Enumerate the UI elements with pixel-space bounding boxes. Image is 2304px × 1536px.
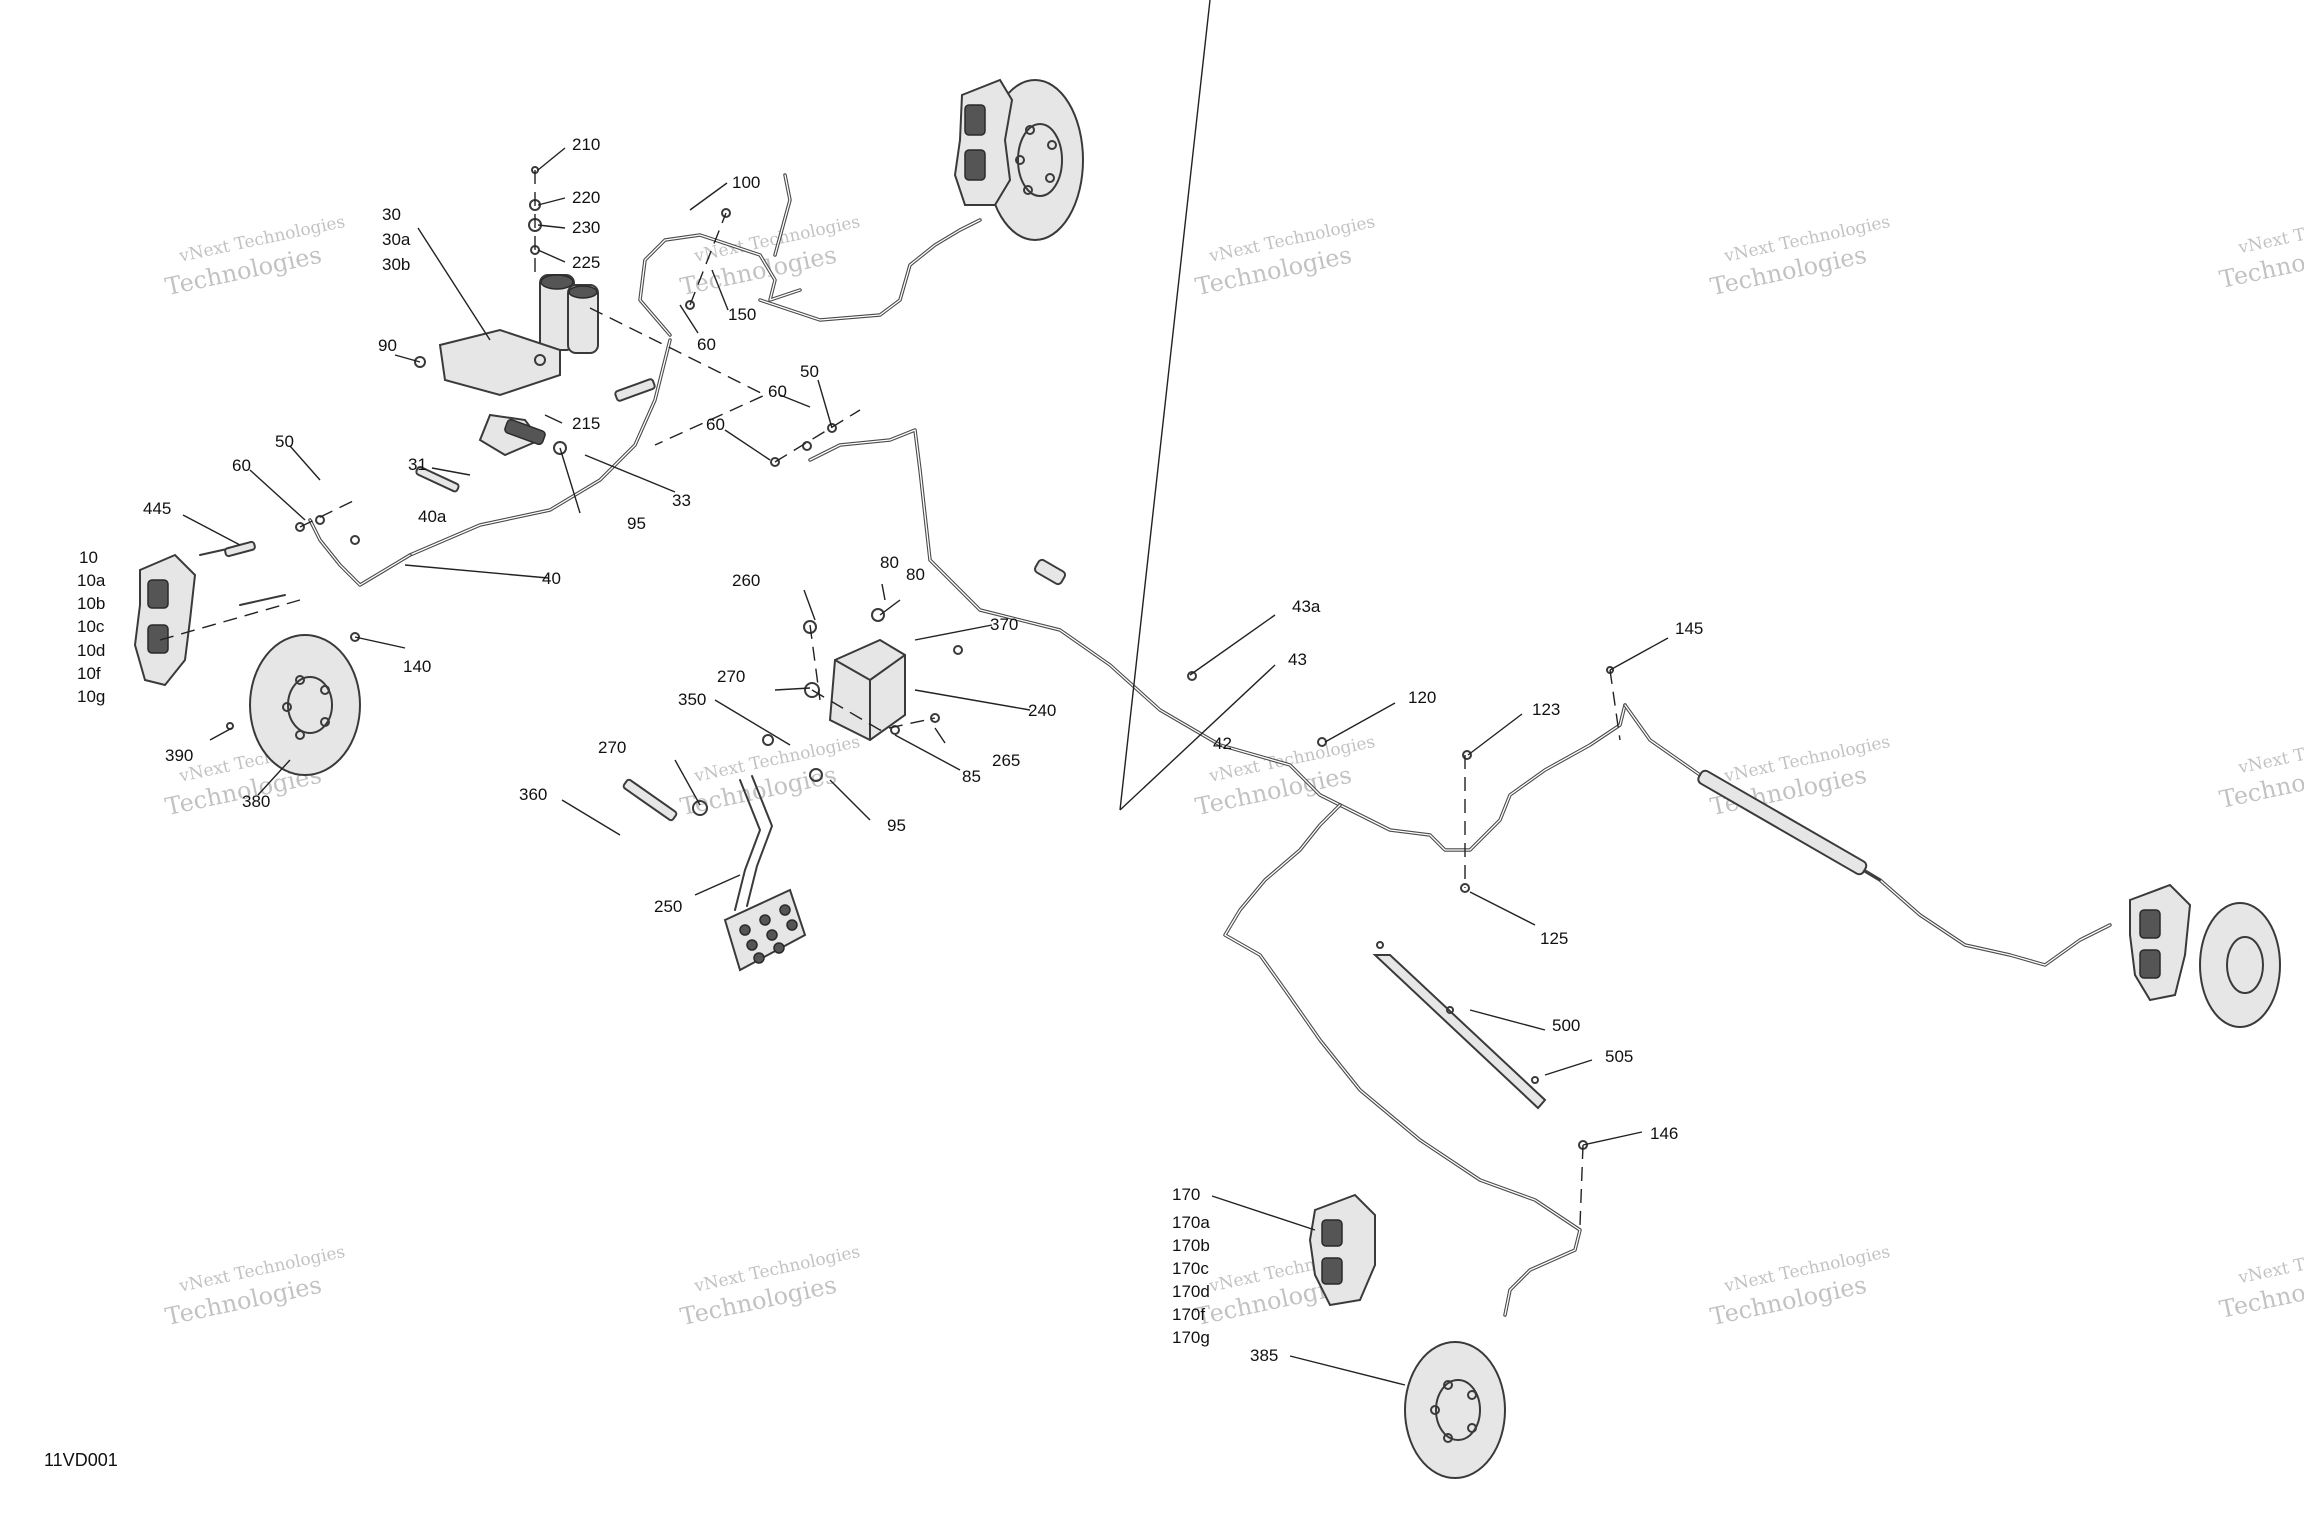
callout-250: 250 bbox=[654, 897, 682, 916]
rear-right-brake-disc bbox=[2199, 902, 2281, 1028]
hardware bbox=[224, 166, 1614, 1150]
brake-lines bbox=[308, 173, 2112, 1317]
callout-95-lower: 95 bbox=[887, 816, 906, 835]
callout-370: 370 bbox=[990, 615, 1018, 634]
callout-50-left: 50 bbox=[275, 432, 294, 451]
callout-270-lower: 270 bbox=[598, 738, 626, 757]
callout-60-left: 60 bbox=[232, 456, 251, 475]
front-left-brake-disc bbox=[249, 634, 361, 776]
callout-85: 85 bbox=[962, 767, 981, 786]
leader-lines bbox=[182, 0, 1669, 1386]
callout-95-upper: 95 bbox=[627, 514, 646, 533]
callout-60-upper: 60 bbox=[697, 335, 716, 354]
callout-270-upper: 270 bbox=[717, 667, 745, 686]
callout-170c: 170c bbox=[1172, 1259, 1209, 1278]
brake-pedal bbox=[723, 775, 807, 972]
rear-right-caliper bbox=[2129, 883, 2192, 1002]
assembly-lines bbox=[159, 170, 1621, 1226]
callout-230: 230 bbox=[572, 218, 600, 237]
callout-170d: 170d bbox=[1172, 1282, 1210, 1301]
callout-220: 220 bbox=[572, 188, 600, 207]
callout-80-right: 80 bbox=[906, 565, 925, 584]
callout-10d: 10d bbox=[77, 641, 105, 660]
callout-170g: 170g bbox=[1172, 1328, 1210, 1347]
callout-500: 500 bbox=[1552, 1016, 1580, 1035]
callout-10g: 10g bbox=[77, 687, 105, 706]
figure-id: 11VD001 bbox=[44, 1450, 118, 1470]
callout-123: 123 bbox=[1532, 700, 1560, 719]
callout-260: 260 bbox=[732, 571, 760, 590]
callout-265: 265 bbox=[992, 751, 1020, 770]
callout-146: 146 bbox=[1650, 1124, 1678, 1143]
callout-170: 170 bbox=[1172, 1185, 1200, 1204]
callout-60-lower: 60 bbox=[706, 415, 725, 434]
callout-385: 385 bbox=[1250, 1346, 1278, 1365]
callout-210: 210 bbox=[572, 135, 600, 154]
callout-90: 90 bbox=[378, 336, 397, 355]
callout-10c: 10c bbox=[77, 617, 105, 636]
callout-42: 42 bbox=[1213, 734, 1232, 753]
callout-140: 140 bbox=[403, 657, 431, 676]
callout-43: 43 bbox=[1288, 650, 1307, 669]
callout-60-mid: 60 bbox=[768, 382, 787, 401]
callout-170b: 170b bbox=[1172, 1236, 1210, 1255]
front-left-caliper bbox=[133, 544, 286, 687]
callout-10f: 10f bbox=[77, 664, 101, 683]
callout-31: 31 bbox=[408, 455, 427, 474]
callout-10a: 10a bbox=[77, 571, 106, 590]
callout-50-mid: 50 bbox=[800, 362, 819, 381]
callout-43a: 43a bbox=[1292, 597, 1321, 616]
master-cylinder bbox=[438, 274, 599, 457]
callout-170a: 170a bbox=[1172, 1213, 1210, 1232]
callout-350: 350 bbox=[678, 690, 706, 709]
callout-145: 145 bbox=[1675, 619, 1703, 638]
callout-445: 445 bbox=[143, 499, 171, 518]
callout-30a: 30a bbox=[382, 230, 411, 249]
callout-120: 120 bbox=[1408, 688, 1436, 707]
rear-left-brake-disc bbox=[1404, 1341, 1506, 1479]
callout-170f: 170f bbox=[1172, 1305, 1205, 1324]
callout-215: 215 bbox=[572, 414, 600, 433]
pedal-bracket bbox=[828, 638, 906, 742]
callout-30b: 30b bbox=[382, 255, 410, 274]
callout-40: 40 bbox=[542, 569, 561, 588]
callout-30: 30 bbox=[382, 205, 401, 224]
callout-225: 225 bbox=[572, 253, 600, 272]
front-right-brake-disc bbox=[986, 79, 1084, 241]
rear-line-bracket-145 bbox=[1697, 769, 1881, 881]
callout-240: 240 bbox=[1028, 701, 1056, 720]
rear-left-caliper bbox=[1308, 1193, 1376, 1307]
bracket-500 bbox=[1372, 941, 1547, 1110]
callout-10b: 10b bbox=[77, 594, 105, 613]
callout-150: 150 bbox=[728, 305, 756, 324]
front-right-caliper bbox=[953, 78, 1014, 206]
callout-380: 380 bbox=[242, 792, 270, 811]
callout-80-left: 80 bbox=[880, 553, 899, 572]
callout-390: 390 bbox=[165, 746, 193, 765]
callout-40a: 40a bbox=[418, 507, 447, 526]
callout-125: 125 bbox=[1540, 929, 1568, 948]
callout-360: 360 bbox=[519, 785, 547, 804]
callout-100: 100 bbox=[732, 173, 760, 192]
callout-33: 33 bbox=[672, 491, 691, 510]
callout-10: 10 bbox=[79, 548, 98, 567]
callout-505: 505 bbox=[1605, 1047, 1633, 1066]
callout-labels: 210 220 230 225 30 30a 30b 100 150 60 90… bbox=[77, 135, 1703, 1365]
